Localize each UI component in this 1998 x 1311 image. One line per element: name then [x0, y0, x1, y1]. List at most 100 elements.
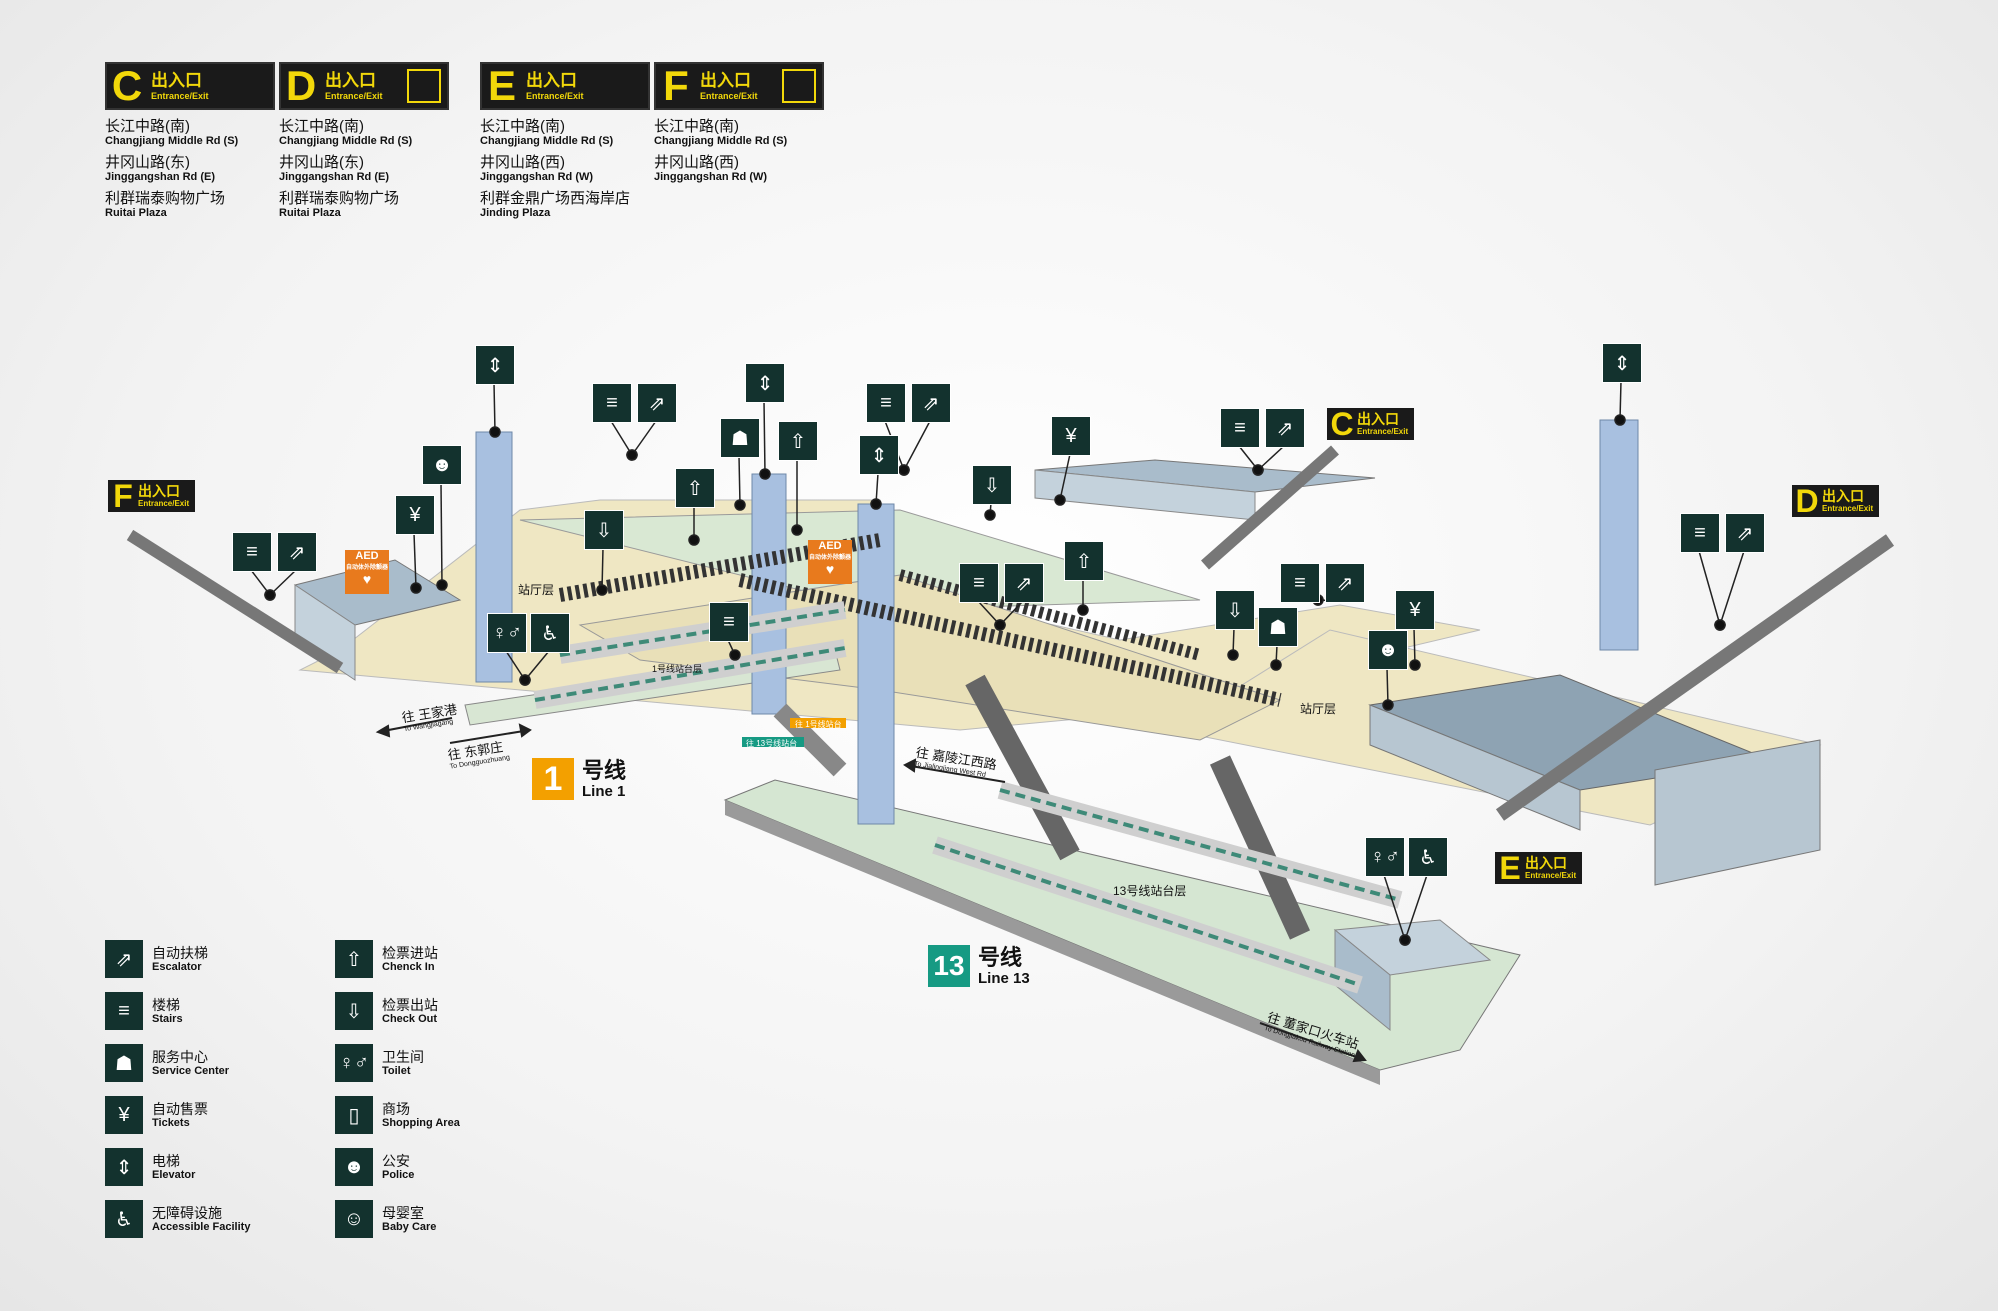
check-in-icon: ⇧ [778, 421, 818, 461]
stairs-icon: ≡ [592, 383, 632, 423]
elevator-icon: ⇕ [105, 1148, 143, 1186]
legend-label-cn: 服务中心 [152, 1048, 208, 1065]
legend-label-en: Toilet [382, 1064, 411, 1077]
exit-label-cn: 出入口 [526, 70, 577, 90]
heart-icon: ♥ [825, 561, 835, 577]
pointer-dot [1714, 619, 1726, 631]
pointer-dot [489, 426, 501, 438]
stairs-icon: ≡ [866, 383, 906, 423]
tickets-icon: ¥ [1051, 416, 1091, 456]
destination-en: Changjiang Middle Rd (S) [480, 135, 614, 147]
escalator-icon: ⇗ [1725, 513, 1765, 553]
legend-label-cn: 无障碍设施 [152, 1204, 222, 1221]
line1-number: 1 [532, 758, 574, 800]
stairs-icon: ≡ [709, 602, 749, 642]
pointer-line [269, 569, 297, 596]
legend-label-cn: 卫生间 [382, 1048, 424, 1065]
transfer-sign-down [742, 737, 804, 747]
exit-destinations: 长江中路(南)Changjiang Middle Rd (S)井冈山路(西)Ji… [654, 118, 824, 184]
check-in-icon: ⇧ [335, 940, 373, 978]
pointer-line [440, 482, 443, 586]
destination-item: 井冈山路(东)Jinggangshan Rd (E) [279, 154, 449, 184]
stairs-icon: ≡ [1280, 563, 1320, 603]
destination-item: 井冈山路(西)Jinggangshan Rd (W) [480, 154, 650, 184]
destination-en: Changjiang Middle Rd (S) [654, 135, 788, 147]
elevator-icon: ⇕ [745, 363, 785, 403]
exit-letter: D [285, 62, 317, 109]
destination-item: 长江中路(南)Changjiang Middle Rd (S) [654, 118, 824, 148]
arrowhead-dongguozhuang [518, 723, 532, 738]
pointer-line [1404, 874, 1428, 941]
map-exit-e-letter: E [1499, 850, 1521, 886]
destination-en: Changjiang Middle Rd (S) [279, 135, 413, 147]
pointer-line [1698, 550, 1721, 626]
tickets-icon: ¥ [105, 1096, 143, 1134]
destination-item: 长江中路(南)Changjiang Middle Rd (S) [279, 118, 449, 148]
train-windows [559, 608, 846, 657]
destination-cn: 井冈山路(东) [279, 154, 364, 171]
destination-en: Jinggangshan Rd (W) [654, 171, 768, 183]
check-out-icon: ⇩ [1215, 590, 1255, 630]
check-in-icon: ⇧ [1064, 541, 1104, 581]
pointer-line [1059, 453, 1071, 501]
destination-cn: 利群瑞泰购物广场 [105, 190, 226, 207]
map-exit-c-letter: C [1330, 406, 1354, 442]
destination-cn: 长江中路(南) [654, 118, 739, 135]
map-exit-e-en: Entrance/Exit [1525, 870, 1577, 880]
pointer-dot [898, 464, 910, 476]
destination-cn: 长江中路(南) [105, 118, 190, 135]
exit-label-en: Entrance/Exit [151, 90, 209, 101]
escalator-icon: ⇗ [637, 383, 677, 423]
destination-en: Jinding Plaza [480, 207, 551, 219]
exit-destinations: 长江中路(南)Changjiang Middle Rd (S)井冈山路(东)Ji… [105, 118, 275, 220]
check-out-icon: ⇩ [972, 465, 1012, 505]
stairs-icon: ≡ [105, 992, 143, 1030]
arrowhead-dongjiakou [1352, 1049, 1367, 1063]
legend-label-cn: 商场 [382, 1100, 410, 1117]
map-exit-d-letter: D [1795, 483, 1819, 519]
escalator-icon: ⇗ [1265, 408, 1305, 448]
pointer-dot [436, 579, 448, 591]
platform-line13-base [725, 800, 1380, 1085]
exit-letter: C [111, 62, 143, 109]
train-windows [534, 646, 846, 702]
pointer-dot [626, 449, 638, 461]
destination-cn: 长江中路(南) [480, 118, 565, 135]
pointer-line [631, 420, 657, 456]
pointer-line [1386, 667, 1389, 706]
stairs-icon: ≡ [1680, 513, 1720, 553]
level-platform-13: 13号线站台层 [1113, 884, 1187, 898]
stairs-icon: ≡ [232, 532, 272, 572]
exit-letter: F [663, 62, 689, 109]
destination-en: Changjiang Middle Rd (S) [105, 135, 239, 147]
transfer-sign-up-text: 往 1号线站台 [795, 719, 842, 729]
destination-item: 长江中路(南)Changjiang Middle Rd (S) [105, 118, 275, 148]
train-windows [934, 843, 1361, 987]
aed-label: AED [818, 540, 842, 552]
destination-en: Jinggangshan Rd (E) [105, 171, 215, 183]
pointer-line [1257, 445, 1285, 471]
pointer-line [763, 400, 766, 475]
